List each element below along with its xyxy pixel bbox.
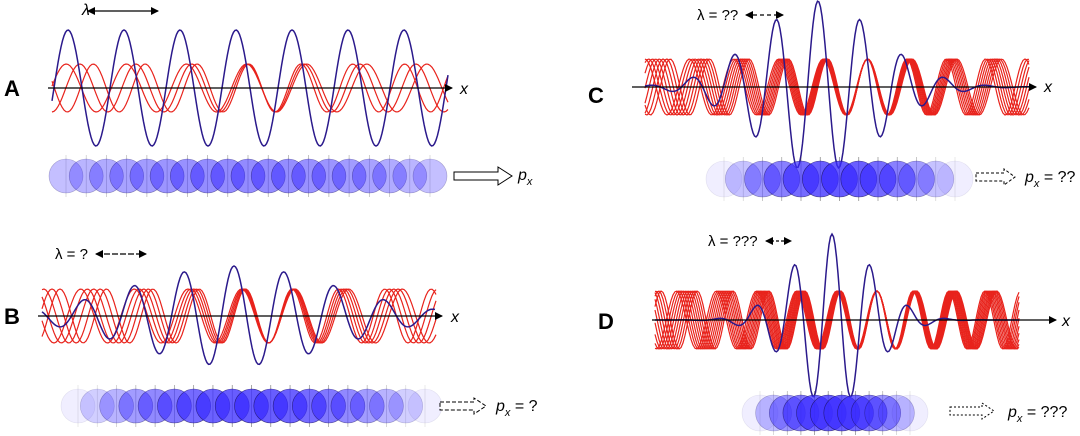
wave-group: [654, 232, 1020, 398]
probability-circle: [330, 388, 366, 424]
probability-circle: [60, 388, 96, 424]
wave-packet: [41, 265, 436, 366]
panel-letter: D: [598, 309, 614, 334]
panel-letter: C: [588, 83, 604, 108]
panel-letter: B: [4, 304, 20, 329]
probability-circle: [392, 158, 428, 194]
momentum-arrow: [949, 402, 995, 420]
component-wave: [41, 288, 437, 344]
panel-letter: A: [4, 76, 20, 101]
probability-circles: [741, 391, 929, 435]
probability-circle: [724, 160, 762, 198]
momentum-label: px = ?: [495, 398, 538, 419]
x-axis-label: x: [1061, 313, 1071, 330]
component-wave: [654, 290, 1020, 350]
component-wave: [41, 288, 437, 344]
probability-circle: [369, 388, 404, 424]
panel-d: D λ = ??? x px = ???: [598, 232, 1071, 435]
momentum-arrow: [453, 166, 513, 186]
probability-circle: [48, 158, 84, 194]
panel-a: A λ x px: [4, 2, 533, 197]
probability-circle: [705, 160, 743, 198]
x-axis-label: x: [459, 81, 469, 98]
probability-circle: [917, 160, 955, 198]
component-wave: [41, 288, 437, 344]
probability-circle: [311, 158, 347, 194]
probability-circle: [407, 388, 443, 424]
momentum-label: px = ???: [1007, 404, 1067, 425]
momentum-arrow: [975, 168, 1016, 186]
probability-circle: [349, 388, 385, 424]
component-wave: [644, 58, 1030, 116]
panel-b: B λ = ? x px = ?: [4, 246, 538, 427]
wave-group: [644, 0, 1030, 170]
wavelength-label: λ = ?: [55, 246, 88, 263]
probability-circle: [891, 394, 929, 432]
probability-circle: [109, 158, 144, 194]
wavelength-label: λ = ???: [708, 233, 758, 250]
probability-circles: [48, 155, 448, 197]
probability-circle: [99, 388, 134, 424]
probability-circle: [331, 158, 367, 194]
wave-group: [41, 265, 437, 366]
panel-c: C λ = ?? x px = ??: [588, 0, 1076, 201]
probability-circle: [412, 158, 448, 194]
x-axis-label: x: [450, 309, 460, 326]
probability-circle: [68, 158, 104, 194]
probability-circle: [351, 158, 387, 194]
probability-circle: [388, 388, 424, 424]
momentum-label: px: [517, 167, 533, 188]
probability-circle: [936, 160, 974, 198]
probability-circle: [80, 388, 115, 424]
probability-circle: [898, 160, 935, 198]
probability-circles: [60, 385, 443, 427]
momentum-label: px = ??: [1024, 169, 1076, 190]
probability-circle: [878, 394, 915, 432]
wavelength-label: λ = ??: [697, 7, 738, 24]
probability-circle: [372, 158, 407, 194]
wavelength-label: λ: [81, 2, 90, 19]
probability-circle: [878, 160, 916, 198]
probability-circles: [705, 157, 974, 201]
component-wave: [51, 63, 449, 113]
momentum-arrow: [439, 397, 487, 415]
probability-circle: [89, 158, 124, 194]
x-axis-label: x: [1043, 79, 1053, 96]
probability-circle: [864, 394, 902, 432]
